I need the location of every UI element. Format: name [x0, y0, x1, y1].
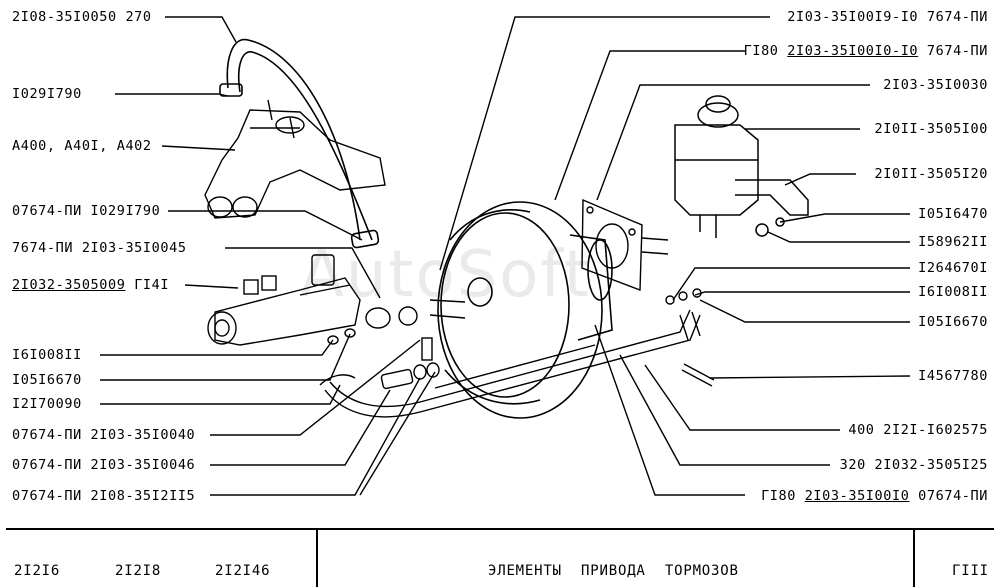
brake-pipes [324, 309, 701, 418]
leader-line [165, 16, 237, 43]
label-booster-assembly-prefix: ГI80 [743, 43, 788, 59]
footer-title: ЭЛЕМЕНТЫ ПРИВОДА ТОРМОЗОВ [488, 563, 739, 579]
title-block-frame [6, 528, 994, 587]
leader-line [225, 247, 381, 299]
leader-line [161, 145, 236, 151]
leader-line [184, 284, 239, 289]
label-booster-part: 2I03-35I00I9-I0 7674-ПИ [787, 9, 988, 25]
brake-fluid-reservoir [674, 95, 809, 238]
leader-line [100, 333, 351, 381]
leader-line [694, 291, 910, 296]
label-master-cylinder-code: 2I032-3505009 [12, 277, 126, 293]
label-bolt: I2I70090 [12, 396, 82, 412]
label-hose-clamp: I029I790 [12, 86, 82, 102]
label-clamp: 07674-ПИ I029I790 [12, 203, 161, 219]
label-booster-assembly-2-code: 2I03-35I00I0 [804, 488, 910, 504]
label-reservoir-bracket: 2I0II-3505I20 [874, 166, 988, 182]
label-booster-assembly-2: ГI80 2I03-35I00I0 07674-ПИ [761, 488, 988, 504]
title-block-divider [316, 530, 318, 587]
leader-line [699, 299, 910, 323]
leader-line [210, 339, 421, 436]
leader-line [594, 324, 745, 496]
label-nut-r: I58962II [918, 234, 988, 250]
leader-line [100, 339, 334, 356]
label-booster-assembly-2-suffix: 07674-ПИ [909, 488, 988, 504]
label-flange: 2I03-35I0030 [883, 77, 988, 93]
master-cylinder [207, 254, 361, 346]
label-master-cylinder-suffix: ГI4I [125, 277, 170, 293]
leader-line [619, 354, 830, 466]
label-nut: I6I008II [12, 347, 82, 363]
footer-model-2: 2I2I8 [115, 563, 162, 579]
label-nut-r2: I6I008II [918, 284, 988, 300]
leader-line [779, 213, 910, 223]
label-pipe-r2: 320 2I032-3505I25 [839, 457, 988, 473]
title-block-divider [913, 530, 915, 587]
label-master-cylinder: 2I032-3505009 ГI4I [12, 277, 169, 293]
label-manifold: A400, A40I, A402 [12, 138, 152, 154]
label-booster-assembly-2-prefix: ГI80 [761, 488, 805, 504]
label-reservoir: 2I0II-3505I00 [874, 121, 988, 137]
footer-model-3: 2I2I46 [215, 563, 271, 579]
leader-line [210, 389, 391, 466]
leader-line [168, 210, 363, 241]
small-fasteners [665, 288, 715, 387]
leader-line [100, 384, 341, 405]
label-washer-r: I05I6470 [918, 206, 988, 222]
intake-manifold [204, 99, 386, 219]
leader-line [709, 375, 911, 379]
label-fitting: 7674-ПИ 2I03-35I0045 [12, 240, 187, 256]
vacuum-booster [429, 201, 613, 419]
label-washer: I05I6670 [12, 372, 82, 388]
label-pipe-3: 07674-ПИ 2I08-35I2II5 [12, 488, 196, 504]
leader-line [115, 93, 229, 97]
label-booster-assembly-suffix: 7674-ПИ [918, 43, 988, 59]
leader-line [210, 377, 421, 496]
label-hose: 2I08-35I0050 270 [12, 9, 152, 25]
label-booster-assembly: ГI80 2I03-35I00I0-I0 7674-ПИ [744, 43, 988, 59]
label-washer-r2: I05I6670 [918, 314, 988, 330]
leader-line [644, 364, 840, 431]
leader-line [672, 267, 910, 301]
leader-line [767, 231, 910, 243]
footer-model-1: 2I2I6 [14, 563, 61, 579]
leader-line [359, 371, 436, 496]
label-clip: I4567780 [918, 368, 988, 384]
footer-page-number: ГIII [952, 563, 989, 579]
leader-line [439, 16, 770, 271]
leader-line [554, 50, 745, 201]
label-pipe-2: 07674-ПИ 2I03-35I0046 [12, 457, 196, 473]
fittings [319, 306, 440, 390]
vacuum-hose [219, 38, 380, 249]
leader-line [596, 84, 870, 201]
booster-mounting-flange [581, 198, 669, 292]
label-stud: I264670I [918, 260, 988, 276]
label-booster-assembly-code: 2I03-35I00I0-I0 [787, 43, 919, 59]
leader-line [784, 173, 856, 186]
label-pipe-1: 07674-ПИ 2I03-35I0040 [12, 427, 196, 443]
label-pipe-r1: 400 2I2I-I602575 [848, 422, 988, 438]
